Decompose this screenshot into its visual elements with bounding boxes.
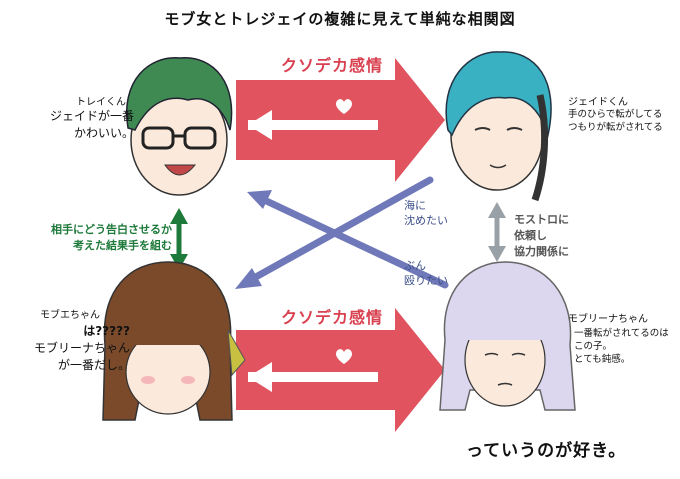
top-arrow-label: クソデカ感情 [262, 52, 402, 76]
trey-line-1: ジェイドが一番 [44, 108, 134, 125]
mobrina-portrait [440, 262, 575, 410]
trey-name: トレイくん [76, 93, 126, 108]
top-red-arrow [236, 58, 445, 182]
mobrina-line-1: 一番転がされてるのは [574, 327, 669, 340]
left-link-line-2: 考えた結果手を組む [22, 238, 172, 254]
cross-lower-line-2: 殴りたい [404, 273, 448, 288]
footer-text: っていうのが好き。 [466, 436, 626, 461]
right-link-line-3: 協力関係に [514, 244, 569, 259]
right-link-line-2: 依頼し [514, 228, 547, 243]
right-link-line-1: モストロに [514, 212, 569, 227]
mobe-name: モブエちゃん [40, 306, 100, 321]
mobrina-line-3: とても鈍感。 [574, 353, 630, 366]
cross-upper-line-2: 沈めたい [404, 213, 448, 228]
jade-portrait [446, 52, 551, 200]
mobrina-name: モブリーナちゃん [568, 310, 648, 325]
left-link-line-1: 相手にどう告白させるか [22, 222, 172, 238]
jade-name: ジェイドくん [568, 93, 628, 108]
mobe-line-2: モブリーナちゃん [10, 340, 130, 357]
jade-line-2: つもりが転がされてる [568, 121, 663, 134]
jade-line-1: 手のひらで転がしてる [568, 108, 662, 121]
green-double-arrow [170, 208, 188, 270]
bottom-arrow-label: クソデカ感情 [262, 304, 402, 328]
mobe-line-3: が一番だし。 [30, 357, 130, 374]
trey-portrait [127, 58, 232, 195]
cross-lower-line-1: ぶん [404, 258, 426, 273]
mobe-line-1: は????? [40, 323, 130, 340]
cross-upper-line-1: 海に [404, 198, 426, 213]
mobrina-line-2: この子。 [574, 340, 612, 353]
grey-double-arrow [488, 202, 506, 262]
trey-line-2: かわいい。 [44, 125, 134, 142]
